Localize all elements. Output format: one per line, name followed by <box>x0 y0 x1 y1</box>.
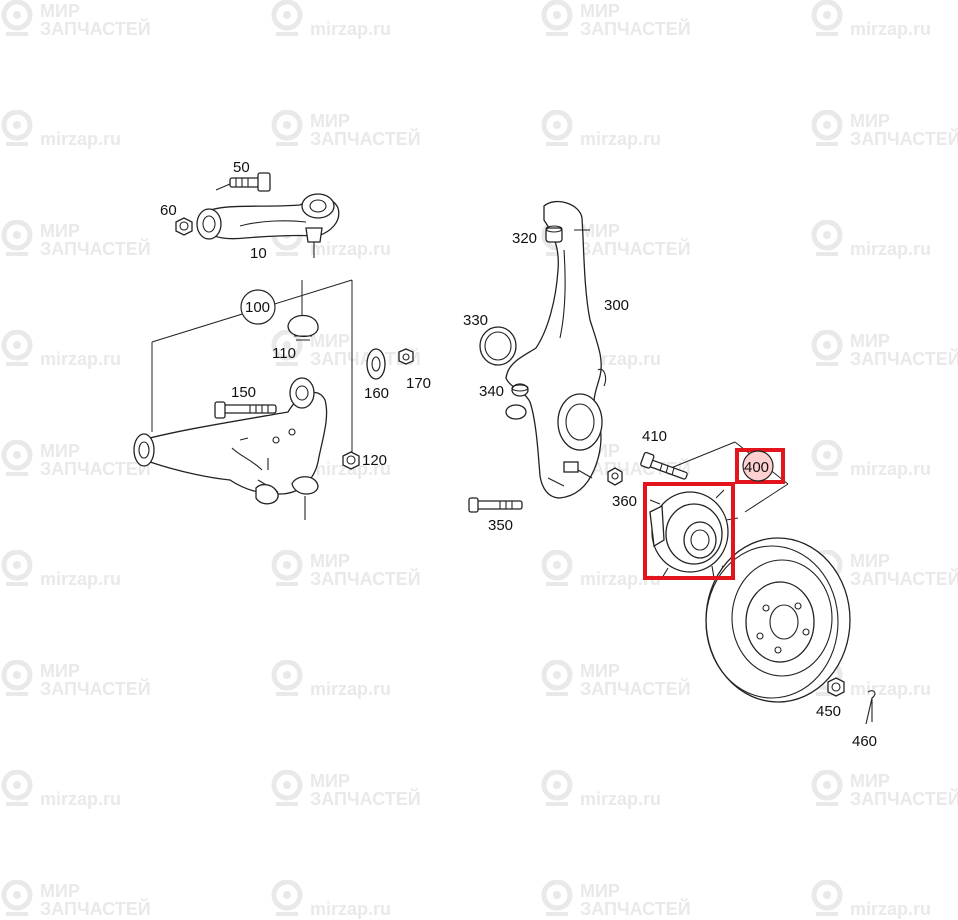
ball-joint-boot-110 <box>287 314 319 341</box>
map-pin-logo-icon <box>271 0 303 36</box>
bushing-340 <box>511 383 529 397</box>
wheel-hub-400 <box>649 489 739 579</box>
map-pin-logo-icon <box>1 660 33 696</box>
brake-disc <box>705 537 851 703</box>
nut-60 <box>175 217 193 236</box>
map-pin-logo-icon <box>541 550 573 586</box>
label-150: 150 <box>231 384 256 401</box>
map-pin-logo-icon <box>1 770 33 806</box>
label-160: 160 <box>364 385 389 402</box>
nut-360 <box>607 467 623 486</box>
map-pin-logo-icon <box>811 110 843 146</box>
watermark-tile: mirzap.ru <box>540 110 661 150</box>
cotter-pin-460 <box>865 690 876 725</box>
hub-highlight-box <box>643 482 735 580</box>
label-300: 300 <box>604 297 629 314</box>
label-350: 350 <box>488 517 513 534</box>
seal-ring-330 <box>479 326 517 366</box>
nut-120 <box>342 451 360 470</box>
watermark-tile: mirzap.ru <box>540 550 661 590</box>
watermark-tile: mirzap.ru <box>0 110 121 150</box>
map-pin-logo-icon <box>1 440 33 476</box>
label-410: 410 <box>642 428 667 445</box>
map-pin-logo-icon <box>811 770 843 806</box>
map-pin-logo-icon <box>811 220 843 256</box>
nut-170 <box>398 348 414 365</box>
bushing-320 <box>545 225 563 243</box>
label-100: 100 <box>245 299 270 316</box>
nut-450 <box>827 677 845 697</box>
watermark-tile: mirzap.ru <box>270 0 391 40</box>
map-pin-logo-icon <box>541 110 573 146</box>
map-pin-logo-icon <box>1 550 33 586</box>
leader-50 <box>215 183 231 191</box>
steering-knuckle-300 <box>505 201 607 499</box>
map-pin-logo-icon <box>541 0 573 36</box>
map-pin-logo-icon <box>1 330 33 366</box>
watermark-tile: mirzap.ru <box>810 0 931 40</box>
map-pin-logo-icon <box>271 770 303 806</box>
label-10: 10 <box>250 245 267 262</box>
label-360: 360 <box>612 493 637 510</box>
watermark-tile: mirzap.ru <box>810 440 931 480</box>
map-pin-logo-icon <box>1 110 33 146</box>
watermark-tile: mirzap.ru <box>0 550 121 590</box>
map-pin-logo-icon <box>811 0 843 36</box>
label-340: 340 <box>479 383 504 400</box>
parts-diagram: 50 60 10 100 110 150 160 170 120 320 300… <box>133 159 877 750</box>
map-pin-logo-icon <box>1 220 33 256</box>
map-pin-logo-icon <box>271 110 303 146</box>
callout-400-circle <box>742 450 774 482</box>
label-170: 170 <box>406 375 431 392</box>
watermark-tile: mirzap.ru <box>540 770 661 810</box>
bolt-50 <box>229 172 271 192</box>
label-460: 460 <box>852 733 877 750</box>
map-pin-logo-icon <box>811 440 843 476</box>
label-60: 60 <box>160 202 177 219</box>
label-400: 400 <box>744 459 769 476</box>
label-110: 110 <box>272 345 296 362</box>
wheel-bolt-410 <box>640 451 688 480</box>
watermark-tile: mirzap.ru <box>0 770 121 810</box>
bolt-150 <box>214 401 277 419</box>
callout-400-highlight-box <box>735 448 785 484</box>
map-pin-logo-icon <box>271 550 303 586</box>
watermark-tile: mirzap.ru <box>810 220 931 260</box>
label-120: 120 <box>362 452 387 469</box>
callout-100-circle <box>240 289 276 325</box>
lower-control-arm <box>133 377 328 520</box>
map-pin-logo-icon <box>271 330 303 366</box>
label-330: 330 <box>463 312 488 329</box>
bolt-350 <box>468 497 523 513</box>
map-pin-logo-icon <box>1 0 33 36</box>
washer-160 <box>366 348 386 380</box>
watermark-tile: mirzap.ru <box>270 660 391 700</box>
watermark-tile: mirzap.ru <box>0 330 121 370</box>
map-pin-logo-icon <box>811 330 843 366</box>
map-pin-logo-icon <box>541 660 573 696</box>
upper-control-arm <box>196 193 340 258</box>
map-pin-logo-icon <box>271 660 303 696</box>
label-50: 50 <box>233 159 250 176</box>
label-320: 320 <box>512 230 537 247</box>
map-pin-logo-icon <box>541 770 573 806</box>
label-450: 450 <box>816 703 841 720</box>
